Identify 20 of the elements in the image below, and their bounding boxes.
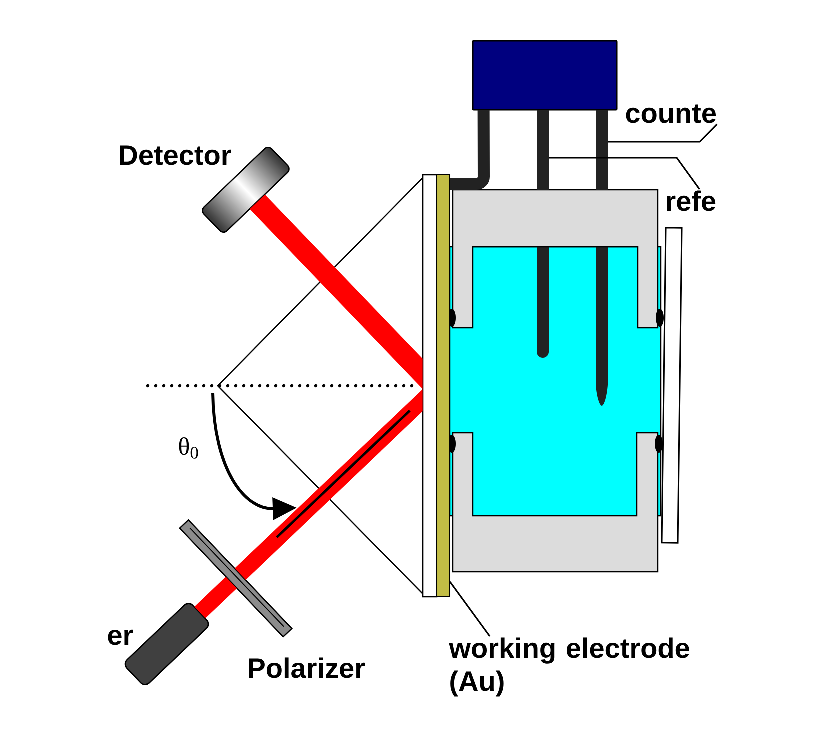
electrode-rod — [596, 110, 608, 190]
leader-line — [549, 157, 700, 190]
window-plate — [661, 227, 683, 544]
potentiostat — [472, 40, 618, 111]
glass-slide — [422, 174, 438, 598]
polarizer — [179, 519, 293, 638]
electrode-label: counte — [626, 104, 716, 124]
leader-line — [608, 124, 718, 143]
laser-label: er — [108, 630, 134, 646]
angle-label: θ$_{0}$ — [179, 438, 198, 459]
laser-beam — [234, 389, 423, 580]
electrode-rod — [537, 110, 549, 190]
electrode-label: working electrode (Au) — [449, 638, 690, 697]
laser-beam — [194, 577, 238, 619]
laser-beam — [250, 194, 423, 390]
polarizer-label: Polarizer — [249, 658, 366, 678]
leader-line — [450, 582, 491, 637]
electrode-strip — [436, 174, 450, 598]
electrode-label: refe — [667, 190, 716, 212]
detector-label: Detector — [120, 146, 232, 166]
